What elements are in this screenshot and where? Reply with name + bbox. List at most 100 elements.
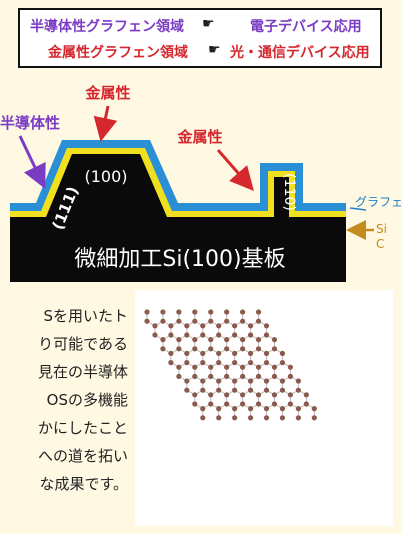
- carbon-atom: [200, 406, 206, 412]
- carbon-atom: [208, 392, 214, 398]
- carbon-atom: [168, 332, 174, 338]
- carbon-atom: [247, 387, 254, 393]
- carbon-atom: [144, 309, 150, 315]
- carbon-atom: [271, 392, 278, 398]
- carbon-atom: [263, 387, 270, 393]
- carbon-atom: [263, 360, 270, 366]
- carbon-atom: [208, 318, 214, 324]
- carbon-atom: [255, 364, 262, 370]
- legend-optical-device-application: 光・通信デバイス応用: [230, 45, 370, 61]
- carbon-atom: [232, 350, 238, 356]
- carbon-atom: [192, 373, 198, 379]
- carbon-atom: [240, 337, 246, 343]
- semiconducting-label: 半導体性: [0, 114, 60, 132]
- carbon-atom: [176, 373, 182, 379]
- carbon-atom: [184, 387, 190, 393]
- carbon-atom: [271, 346, 278, 352]
- carbon-atom: [192, 401, 198, 407]
- body-text-line: かにしたこと: [37, 419, 128, 437]
- carbon-atom: [271, 337, 278, 343]
- carbon-atom: [240, 373, 246, 379]
- carbon-atom: [255, 373, 262, 379]
- carbon-atom: [208, 401, 214, 407]
- carbon-atom: [287, 392, 294, 398]
- carbon-atom: [232, 406, 238, 412]
- body-text: Sを用いたト り可能である 見在の半導体 OSの多機能 かにしたこと への道を拓…: [0, 302, 128, 498]
- carbon-atom: [263, 332, 270, 338]
- carbon-atom: [247, 378, 254, 384]
- carbon-atom: [216, 415, 222, 421]
- body-text-line: Sを用いたト: [43, 307, 128, 325]
- carbon-atom: [160, 337, 166, 343]
- top-panel: 半導体性グラフェン領域 ☛ 電子デバイス応用 金属性グラフェン領域 ☛ 光・通信…: [0, 0, 402, 282]
- carbon-atom: [240, 309, 246, 315]
- carbon-atom: [208, 373, 214, 379]
- legend-row-semiconducting: 半導体性グラフェン領域 ☛ 電子デバイス応用: [20, 16, 380, 38]
- legend-semiconducting-label: 半導体性グラフェン領域: [30, 19, 184, 35]
- body-text-line: 見在の半導体: [37, 363, 128, 381]
- carbon-atom: [184, 332, 190, 338]
- body-text-line: り可能である: [38, 335, 128, 353]
- carbon-atom: [295, 387, 301, 393]
- carbon-atom: [224, 373, 230, 379]
- carbon-atom: [192, 392, 198, 398]
- si-label: Si: [376, 222, 387, 236]
- carbon-atom: [200, 360, 206, 366]
- carbon-atom: [255, 392, 262, 398]
- carbon-atom: [160, 346, 166, 352]
- carbon-atom: [224, 337, 230, 343]
- carbon-atom: [168, 323, 174, 329]
- carbon-atom: [184, 350, 190, 356]
- carbon-atom: [152, 332, 158, 338]
- carbon-atom: [240, 346, 246, 352]
- carbon-atom: [216, 360, 222, 366]
- honeycomb-lattice: [144, 309, 317, 421]
- carbon-atom: [255, 309, 262, 315]
- metallic-arrow-right: [216, 149, 254, 192]
- legend-row-metallic: 金属性グラフェン領域 ☛ 光・通信デバイス応用: [20, 42, 380, 64]
- carbon-atom: [263, 350, 270, 356]
- carbon-atom: [271, 401, 278, 407]
- carbon-atom: [208, 337, 214, 343]
- carbon-atom: [255, 401, 262, 407]
- si-substrate: [10, 154, 346, 282]
- carbon-atom: [232, 323, 238, 329]
- carbon-atom: [176, 318, 182, 324]
- carbon-atom: [311, 406, 317, 412]
- c-label: C: [376, 237, 384, 251]
- carbon-atom: [184, 323, 190, 329]
- carbon-atom: [247, 406, 254, 412]
- carbon-atom: [200, 323, 206, 329]
- body-text-line: OSの多機能: [46, 391, 128, 409]
- carbon-atom: [200, 387, 206, 393]
- carbon-atom: [208, 364, 214, 370]
- legend-metallic-label: 金属性グラフェン領域: [48, 45, 188, 61]
- carbon-atom: [176, 309, 182, 315]
- carbon-atom: [247, 350, 254, 356]
- carbon-atom: [240, 401, 246, 407]
- carbon-atom: [216, 323, 222, 329]
- carbon-atom: [295, 415, 301, 421]
- carbon-atom: [176, 364, 182, 370]
- carbon-atom: [224, 318, 230, 324]
- carbon-atom: [208, 309, 214, 315]
- carbon-atom: [303, 401, 309, 407]
- carbon-atom: [192, 309, 198, 315]
- carbon-atom: [279, 415, 286, 421]
- graphene-label: グラフェン: [355, 195, 402, 209]
- carbon-atom: [224, 401, 230, 407]
- carbon-atom: [224, 364, 230, 370]
- carbon-atom: [224, 346, 230, 352]
- carbon-atom: [247, 323, 254, 329]
- carbon-atom: [216, 350, 222, 356]
- metallic-label-top: 金属性: [84, 84, 130, 102]
- carbon-atom: [271, 373, 278, 379]
- carbon-atom: [216, 406, 222, 412]
- carbon-atom: [255, 318, 262, 324]
- legend-electronic-device-application: 電子デバイス応用: [250, 19, 362, 35]
- body-text-line: な成果です。: [39, 475, 128, 493]
- carbon-atom: [247, 415, 254, 421]
- carbon-atom: [247, 332, 254, 338]
- graphene-pointer: [349, 207, 367, 211]
- carbon-atom: [200, 350, 206, 356]
